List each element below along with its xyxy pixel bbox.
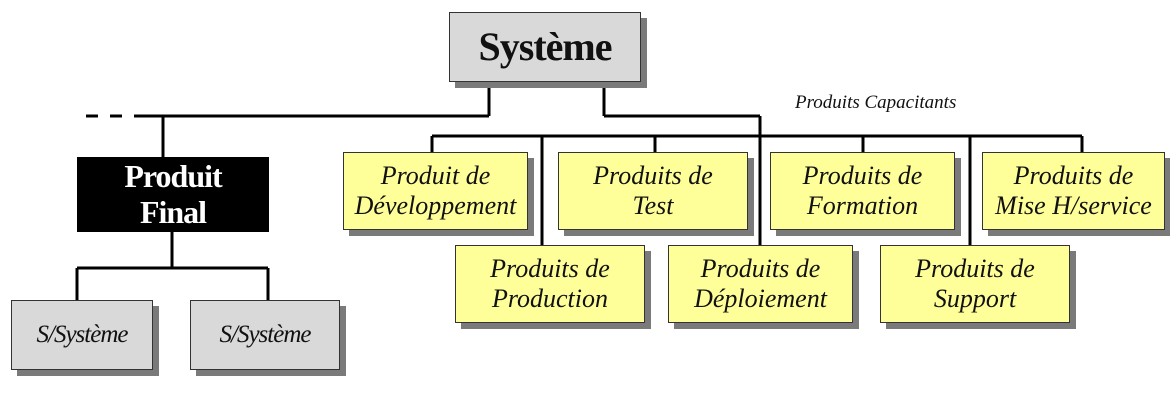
enabling-product-line1: Produits de [915,254,1035,284]
enabling-product-production-box: Produits de Production [455,245,645,323]
system-root-box: Système [449,12,641,82]
enabling-product-line2: Formation [806,191,919,220]
enabling-product-development-box: Produit de Développement [343,152,528,230]
enabling-product-line2: Déploiement [694,284,827,313]
final-product-label-line2: Final [139,193,207,230]
enabling-products-caption: Produits Capacitants [795,92,957,113]
enabling-product-line2: Production [491,284,609,313]
system-root-label: Système [478,24,613,69]
subsystem-label: S/Système [36,320,129,348]
final-product-box: Produit Final [77,157,269,232]
enabling-product-line1: Produits de [700,254,821,284]
enabling-product-line1: Produit de [380,161,491,191]
enabling-product-line2: Test [632,191,674,220]
enabling-product-deployment-box: Produits de Déploiement [668,245,853,323]
enabling-product-line2: Support [933,284,1017,313]
enabling-product-line1: Produits de [1013,161,1134,191]
final-product-label-line1: Produit [124,158,222,195]
subsystem-box: S/Système [190,300,340,370]
enabling-product-line2: Développement [354,191,517,220]
subsystem-label: S/Système [219,320,312,348]
enabling-product-test-box: Produits de Test [558,152,748,230]
enabling-product-training-box: Produits de Formation [770,152,955,230]
subsystem-box: S/Système [11,300,153,370]
enabling-product-commissioning-box: Produits de Mise H/service [982,152,1165,230]
enabling-product-support-box: Produits de Support [880,245,1070,323]
enabling-product-line2: Mise H/service [995,191,1152,220]
enabling-product-line1: Produits de [593,161,713,191]
enabling-product-line1: Produits de [490,254,610,284]
enabling-product-line1: Produits de [802,161,923,191]
